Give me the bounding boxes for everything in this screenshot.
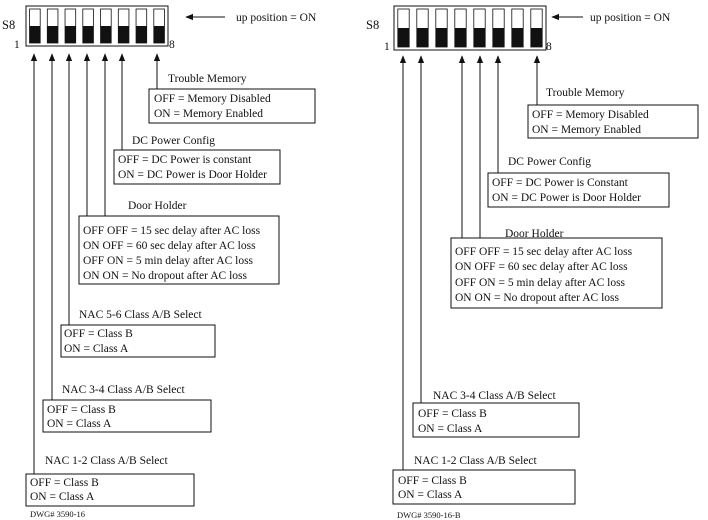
- left-group-line: ON ON = No dropout after AC loss: [83, 270, 247, 282]
- left-switch-actuator: [29, 26, 41, 43]
- left-group-line: ON = Class A: [47, 418, 112, 430]
- right-pin-first: 1: [384, 41, 390, 53]
- left-group-line: OFF = Class B: [30, 477, 99, 489]
- right-switch-actuator: [397, 28, 410, 47]
- left-group-line: ON = Class A: [64, 343, 129, 355]
- left-group-title: Door Holder: [128, 200, 187, 212]
- right-group-line: ON = Class A: [398, 489, 463, 501]
- right-group-box: [487, 172, 670, 208]
- left-group-title: NAC 1-2 Class A/B Select: [45, 455, 168, 467]
- right-group-box: [412, 402, 580, 438]
- left-group-box: [60, 324, 216, 358]
- left-group-title: DC Power Config: [132, 135, 215, 147]
- right-switch-actuator: [416, 28, 429, 47]
- right-dip-switch: [393, 5, 547, 51]
- right-group-line: OFF OFF = 15 sec delay after AC loss: [455, 246, 633, 258]
- left-group-line: OFF = DC Power is constant: [118, 154, 252, 166]
- right-group-line: ON OFF = 60 sec delay after AC loss: [455, 261, 628, 273]
- left-up-label: up position = ON: [236, 12, 317, 24]
- left-group-title: NAC 5-6 Class A/B Select: [79, 309, 202, 321]
- left-group-line: OFF = Class B: [64, 328, 133, 340]
- left-group-line: OFF = Memory Disabled: [154, 93, 271, 105]
- left-switch-actuator: [118, 26, 129, 43]
- left-drawing-number: DWG# 3590-16: [30, 509, 85, 519]
- right-group-line: OFF = Class B: [418, 408, 487, 420]
- left-group-line: OFF OFF = 15 sec delay after AC loss: [83, 225, 261, 237]
- left-switch-actuator: [47, 26, 58, 43]
- right-group-line: ON = Class A: [418, 423, 483, 435]
- left-pin-last: 8: [169, 39, 175, 51]
- right-leader-lines: [399, 55, 541, 470]
- left-group-title: Trouble Memory: [168, 73, 247, 85]
- right-group-line: OFF = Class B: [398, 475, 467, 487]
- left-group-box: [42, 399, 212, 433]
- left-switch-actuator: [100, 26, 112, 43]
- right-pin-last: 8: [546, 41, 552, 53]
- left-dip-switch: [25, 5, 169, 47]
- right-up-label: up position = ON: [590, 12, 671, 24]
- left-pin-first: 1: [14, 39, 20, 51]
- right-group-title: Door Holder: [505, 228, 564, 240]
- right-drawing-number: DWG# 3590-16-B: [397, 510, 461, 520]
- left-switch-actuator: [153, 26, 165, 43]
- right-group-box: [450, 237, 663, 309]
- left-group-box: [25, 473, 195, 507]
- right-group-box: [527, 104, 699, 139]
- right-group-line: ON = Memory Enabled: [532, 124, 641, 136]
- left-group-box: [148, 88, 316, 124]
- right-switch-actuator: [435, 28, 448, 47]
- left-switch-name: S8: [2, 18, 15, 32]
- right-group-line: ON = DC Power is Door Holder: [492, 192, 641, 204]
- right-group-title: NAC 1-2 Class A/B Select: [414, 455, 537, 467]
- right-switch-actuator: [492, 28, 505, 47]
- left-group-line: ON = Memory Enabled: [154, 108, 263, 120]
- right-group-title: DC Power Config: [508, 156, 591, 168]
- right-group-line: ON ON = No dropout after AC loss: [455, 292, 619, 304]
- left-group-box: [78, 215, 280, 285]
- left-switch-actuator: [65, 26, 76, 43]
- left-group-box: [113, 149, 281, 185]
- right-switch-actuator: [473, 28, 486, 47]
- left-group-line: ON = Class A: [30, 491, 95, 503]
- right-group-line: OFF = Memory Disabled: [532, 109, 649, 121]
- right-switch-actuator: [511, 28, 524, 47]
- left-group-line: OFF = Class B: [47, 404, 116, 416]
- left-group-line: ON OFF = 60 sec delay after AC loss: [83, 240, 256, 252]
- left-switch-actuator: [82, 26, 94, 43]
- right-group-title: NAC 3-4 Class A/B Select: [433, 390, 556, 402]
- right-group-box: [392, 469, 576, 505]
- left-leader-lines: [30, 53, 161, 474]
- left-diagram: S8 1 8 up position = ON Trouble Memory O…: [2, 5, 317, 519]
- left-group-line: ON = DC Power is Door Holder: [118, 169, 267, 181]
- left-group-line: OFF ON = 5 min delay after AC loss: [83, 255, 254, 267]
- left-switch-actuator: [136, 26, 147, 43]
- right-group-line: OFF = DC Power is Constant: [492, 177, 629, 189]
- left-group-title: NAC 3-4 Class A/B Select: [62, 384, 185, 396]
- right-switch-actuator: [530, 28, 543, 47]
- right-switch-actuator: [454, 28, 467, 47]
- right-group-title: Trouble Memory: [546, 87, 625, 99]
- right-switch-name: S8: [366, 18, 379, 32]
- right-group-line: OFF ON = 5 min delay after AC loss: [455, 277, 626, 289]
- right-diagram: S8 1 8 up position = ON Trouble Memory O…: [366, 5, 699, 520]
